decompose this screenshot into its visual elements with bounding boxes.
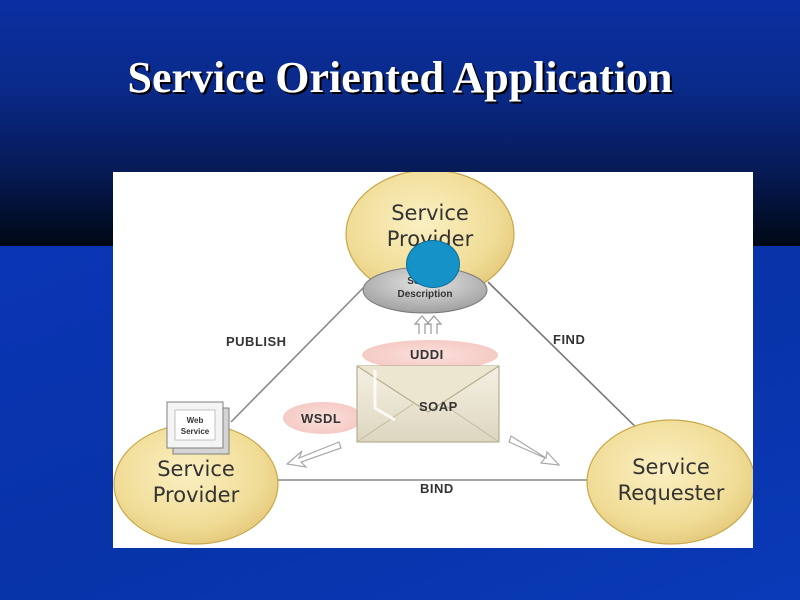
arrow-to-requester (508, 435, 561, 466)
wsdl-label: WSDL (301, 411, 342, 426)
diagram-graphics (113, 172, 753, 545)
requester-label: Service Requester (617, 455, 725, 505)
uddi-label: UDDI (410, 347, 444, 362)
find-edge (487, 281, 654, 445)
bind-label: BIND (420, 481, 454, 496)
find-label: FIND (553, 332, 586, 347)
soa-diagram: Service Provider Service Provider Servic… (113, 172, 753, 548)
publish-edge (230, 279, 372, 423)
up-arrow-left (413, 315, 431, 334)
up-arrow-right (425, 315, 443, 334)
uddi-ellipse (362, 340, 498, 370)
publish-label: PUBLISH (226, 334, 287, 349)
arrow-to-provider (285, 441, 342, 468)
wsdl-ellipse (283, 402, 363, 434)
blue-circle-marker (406, 240, 460, 288)
requester-node (586, 419, 753, 545)
left-provider-label: Service Provider (152, 457, 240, 507)
web-service-label: Web Service (180, 416, 210, 436)
web-service-box (166, 401, 230, 455)
soap-label: SOAP (419, 399, 458, 414)
soap-envelope-icon (356, 365, 500, 443)
slide-title: Service Oriented Application (127, 53, 673, 102)
